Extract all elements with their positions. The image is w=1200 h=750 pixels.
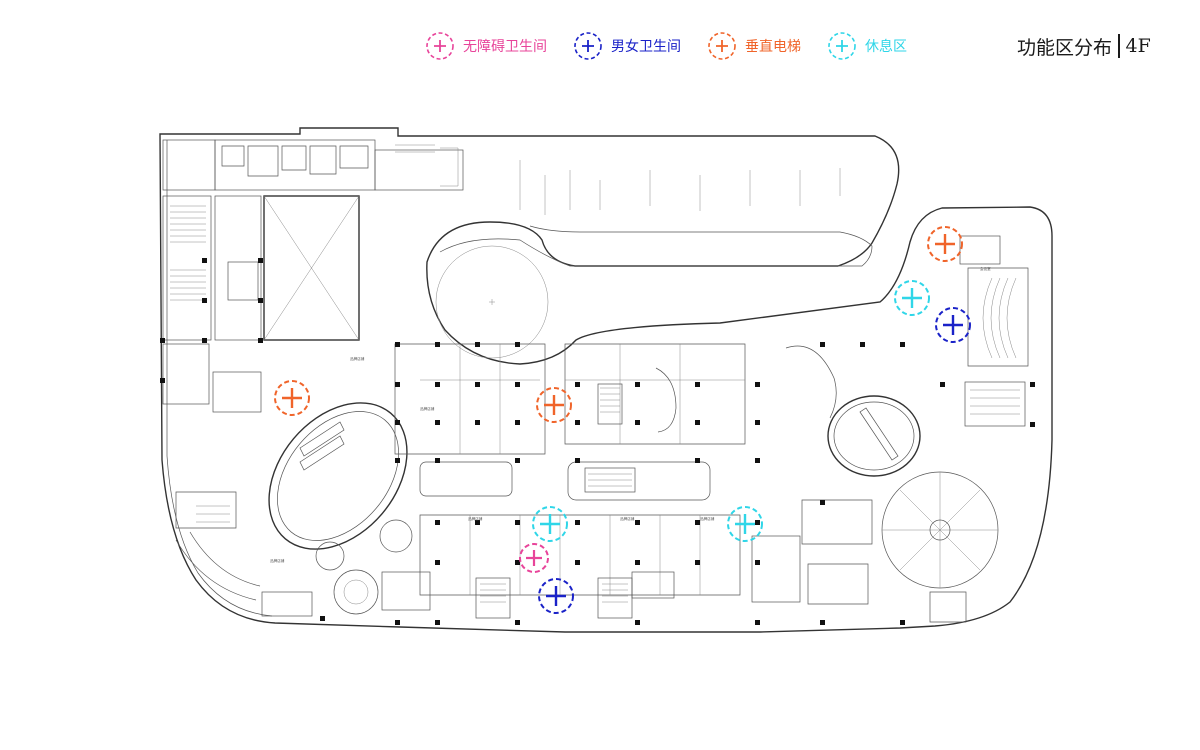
svg-text:品牌店铺: 品牌店铺 bbox=[700, 516, 715, 521]
elevator-icon bbox=[708, 32, 736, 60]
svg-text:会议室: 会议室 bbox=[980, 266, 991, 271]
function-markers bbox=[274, 226, 971, 614]
west-atrium-escalators bbox=[268, 402, 408, 550]
legend-label: 休息区 bbox=[865, 39, 907, 55]
floor-label: 4F bbox=[1125, 35, 1151, 57]
marker-elevator-west[interactable] bbox=[274, 380, 310, 416]
atrium-void bbox=[263, 195, 360, 341]
floor-title: 功能区分布 4F bbox=[1017, 30, 1151, 62]
legend-item-rest-area: 休息区 bbox=[827, 31, 907, 61]
central-shops bbox=[394, 343, 746, 596]
marker-rest-area-southeast[interactable] bbox=[727, 506, 763, 542]
legend-item-restroom: 男女卫生间 bbox=[573, 31, 681, 61]
svg-text:品牌店铺: 品牌店铺 bbox=[620, 516, 635, 521]
north-service-block bbox=[162, 139, 464, 191]
southeast-hall bbox=[785, 345, 999, 623]
marker-elevator-east[interactable] bbox=[927, 226, 963, 262]
legend-label: 垂直电梯 bbox=[745, 39, 801, 55]
west-rooms bbox=[162, 195, 262, 413]
title-divider bbox=[1118, 34, 1120, 58]
legend-label: 无障碍卫生间 bbox=[463, 39, 547, 55]
legend-item-accessible-restroom: 无障碍卫生间 bbox=[425, 31, 547, 61]
svg-text:品牌店铺: 品牌店铺 bbox=[270, 558, 285, 563]
svg-text:品牌店铺: 品牌店铺 bbox=[420, 406, 435, 411]
legend-item-elevator: 垂直电梯 bbox=[707, 31, 801, 61]
marker-elevator-center[interactable] bbox=[536, 387, 572, 423]
spoon-shaped-atrium bbox=[435, 160, 873, 359]
svg-text:品牌店铺: 品牌店铺 bbox=[350, 356, 365, 361]
south-cores bbox=[381, 535, 801, 619]
svg-text:品牌店铺: 品牌店铺 bbox=[468, 516, 483, 521]
restroom-icon bbox=[574, 32, 602, 60]
structural-columns bbox=[160, 258, 1035, 625]
page-title: 功能区分布 bbox=[1017, 36, 1113, 59]
legend-label: 男女卫生间 bbox=[611, 39, 681, 55]
east-atrium-escalators bbox=[827, 395, 921, 477]
accessible-restroom-icon bbox=[426, 32, 454, 60]
marker-rest-area-northeast[interactable] bbox=[894, 280, 930, 316]
tiny-labels: 品牌店铺品牌店铺品牌店铺品牌店铺品牌店铺品牌店铺会议室 bbox=[270, 266, 991, 563]
marker-accessible-restroom[interactable] bbox=[519, 543, 549, 573]
southwest-seating bbox=[175, 491, 413, 617]
rest-area-icon bbox=[828, 32, 856, 60]
marker-restroom-east[interactable] bbox=[935, 307, 971, 343]
east-auditorium bbox=[959, 235, 1029, 427]
marker-rest-area-center[interactable] bbox=[532, 506, 568, 542]
legend: 无障碍卫生间 男女卫生间 垂直电梯 休息区 bbox=[425, 30, 933, 62]
marker-restroom-south[interactable] bbox=[538, 578, 574, 614]
